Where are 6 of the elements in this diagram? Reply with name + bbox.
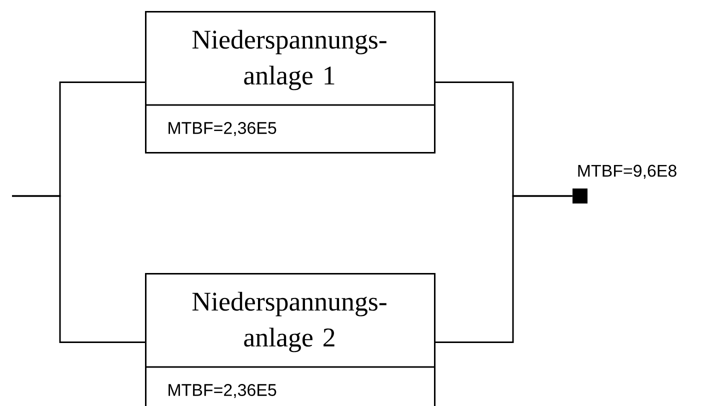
value-label: MTBF=9,6E8 (578, 164, 676, 179)
block-box: Niederspannungs- anlage 2 MTBF=2,36E5 (145, 273, 436, 406)
connector-line (12, 195, 145, 343)
block-box: Niederspannungs- anlage 1 MTBF=2,36E5 (145, 11, 436, 154)
connector-line (436, 195, 572, 343)
terminal-square (572, 188, 588, 204)
